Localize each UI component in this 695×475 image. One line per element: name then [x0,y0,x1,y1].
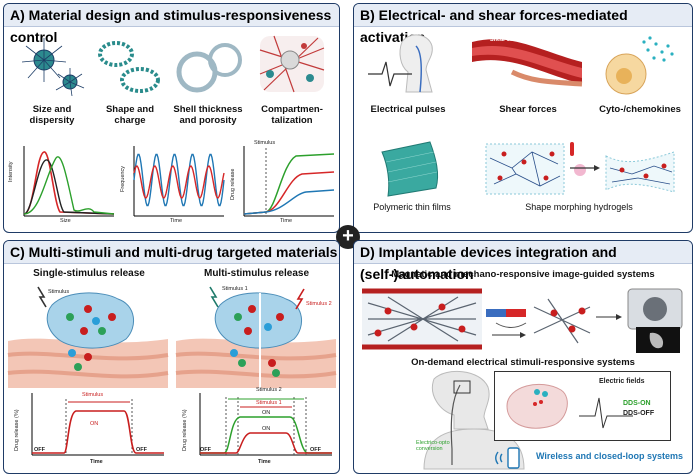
panel-c: C) Multi-stimuli and multi-drug targeted… [3,240,340,474]
drug-release-xlabel: Time [280,218,293,224]
single-stimulus-tissue [7,286,169,388]
electrical-pulse-illustration [368,34,433,93]
wireless-label: Wireless and closed-loop systems [536,451,683,461]
electrical-systems-subtitle: On-demand electrical stimuli-responsive … [411,357,635,368]
thin-film-illustration [381,141,439,197]
electrical-pulses-label: Electrical pulses [370,104,446,115]
single-chart-stimulus: Stimulus [82,392,104,398]
frequency-chart [133,146,225,217]
thin-films-label: Polymeric thin films [373,202,451,212]
multi-chart-stimulus1: Stimulus 1 [256,400,282,406]
dds-off-label: DDS-OFF [623,410,655,417]
shell-porosity-label: Shell thickness and porosity [173,104,243,126]
multi-chart-ylabel: Drug release (%) [182,409,188,451]
single-chart-xlabel: Time [90,459,103,465]
frequency-ylabel: Frequency [120,166,126,192]
drug-release-annotation: Stimulus [254,140,276,146]
multi-chart-on2: ON [262,426,271,432]
single-chart-off-left: OFF [34,447,45,453]
single-chart-off-right: OFF [136,447,147,453]
shape-charge-label: Shape and charge [105,104,155,126]
drug-release-ylabel: Drug release [230,168,236,201]
electrico-opto-label: Electrico-opto conversion [416,440,450,452]
intensity-xlabel: Size [60,218,71,224]
single-stimulus-label: Stimulus [48,289,70,295]
single-chart-on: ON [90,421,99,427]
single-chart-ylabel: Drug release (%) [14,409,20,451]
multi-chart-on1: ON [262,410,271,416]
electric-fields-label: Electric fields [599,378,645,385]
panel-b: B) Electrical- and shear forces-mediated… [353,3,693,233]
multi-chart-xlabel: Time [258,459,271,465]
particle-size-illustration [21,38,85,97]
multi-chart-off-right: OFF [310,447,321,453]
particle-shape-illustration [98,41,160,93]
multi-chart-stimulus2: Stimulus 2 [256,387,282,393]
stimulus-1-label: Stimulus 1 [222,286,248,292]
hydrogels-label: Shape morphing hydrogels [525,202,633,212]
panel-d-title: D) Implantable devices integration and (… [354,241,692,282]
electric-fields-inset: Electric fields DDS-ON DDS-OFF [494,371,671,441]
dds-signal-plot [579,397,633,429]
dds-on-label: DDS-ON [623,400,651,407]
shell-thickness-illustration [176,43,242,93]
shear-forces-label: Shear forces [499,104,557,115]
multi-stimulus-title: Multi-stimulus release [203,268,310,279]
hydrogel-illustration [485,142,675,195]
panel-a: A) Material design and stimulus-responsi… [3,3,340,233]
single-stimulus-title: Single-stimulus release [33,268,145,279]
panel-a-title: A) Material design and stimulus-responsi… [4,4,339,45]
magnetic-vessel-illustration [362,288,683,353]
multi-chart-off-left: OFF [200,447,211,453]
intensity-chart [23,146,115,217]
compartment-illustration [259,35,325,93]
multi-stimulus-tissue [175,286,337,388]
magnetic-systems-subtitle: Magnetic and mechano-responsive image-gu… [391,269,655,280]
panel-c-title: C) Multi-stimuli and multi-drug targeted… [4,241,339,264]
wireless-phone-icon [495,447,520,469]
frequency-xlabel: Time [170,218,183,224]
cytokines-label: Cyto-/chemokines [599,104,681,115]
single-release-chart [31,393,164,456]
cytokine-cell-illustration [605,36,674,95]
shear-stress-label: Shear stress [490,37,524,43]
stimulus-2-label: Stimulus 2 [306,301,332,307]
drug-release-chart [243,146,335,217]
compartmentalization-label: Compartmen-talization [261,104,323,126]
panel-b-title: B) Electrical- and shear forces-mediated… [354,4,692,45]
size-dispersity-label: Size and dispersity [29,104,75,126]
intensity-ylabel: Intensity [8,161,14,182]
panel-d: D) Implantable devices integration and (… [353,240,693,474]
brain-inset-illustration [506,383,568,429]
blood-vessel-illustration [472,39,583,87]
multi-release-chart [199,393,332,456]
